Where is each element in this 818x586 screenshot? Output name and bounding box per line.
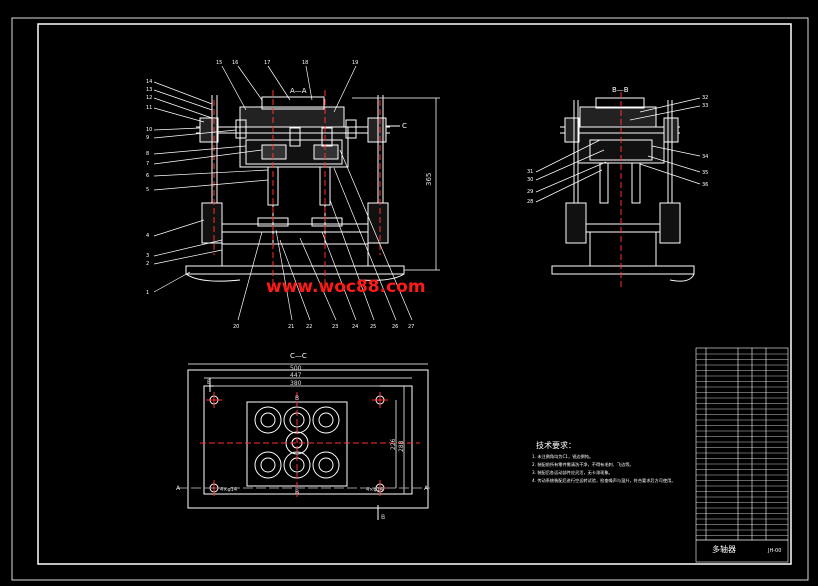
dim-500: 500	[290, 365, 302, 372]
dim-288: 288	[398, 440, 405, 452]
tech-line: 2. 装配前所有零件需清洗干净，不得有毛刺、飞边等。	[532, 461, 634, 468]
part-label: 26	[392, 324, 398, 330]
part-label: 13	[146, 87, 152, 93]
part-label: 33	[702, 103, 708, 109]
watermark: www.woc88.com	[266, 277, 426, 297]
part-label: 3	[146, 253, 149, 259]
part-label: 35	[702, 170, 708, 176]
title-block-name: 多轴器	[712, 544, 736, 554]
section-b-bottom: B	[381, 514, 385, 521]
part-label: 36	[702, 182, 708, 188]
part-label: 30	[527, 177, 533, 183]
part-label: 34	[702, 154, 708, 160]
part-label: 22	[306, 324, 312, 330]
part-label: 8	[146, 151, 149, 157]
tech-title: 技术要求：	[536, 440, 576, 450]
part-label: 23	[332, 324, 338, 330]
view-cc-title: C—C	[290, 352, 307, 360]
part-label: 4	[146, 233, 149, 239]
part-label: 31	[527, 169, 533, 175]
section-c-marker: C	[402, 122, 407, 130]
inner-frame	[37, 23, 792, 565]
part-label: 19	[352, 60, 358, 66]
section-b-mid-top: B	[295, 395, 299, 402]
part-label: 14	[146, 79, 152, 85]
dim-447: 447	[290, 372, 302, 379]
part-label: 24	[352, 324, 358, 330]
dim-380: 380	[290, 380, 302, 387]
tech-line: 3. 装配后各运动部件应灵活，无卡滞现象。	[532, 469, 613, 476]
bb-labels: 32 33 34 35 36 31 30 29 28	[527, 95, 708, 205]
part-label: 9	[146, 135, 149, 141]
cc-dim-labels: 500 447 380 226 288 4×φ14 4×φ14 A A B B …	[176, 365, 429, 521]
part-label: 29	[527, 189, 533, 195]
part-label: 21	[288, 324, 294, 330]
part-label: 28	[527, 199, 533, 205]
part-label: 2	[146, 261, 149, 267]
part-label: 16	[232, 60, 238, 66]
view-aa	[185, 90, 440, 290]
tech-line: 1. 未注倒角均为C1，锐边倒钝。	[532, 453, 593, 460]
section-a-left: A	[176, 485, 181, 492]
dim-226: 226	[390, 438, 397, 450]
aa-labels-left: 14 13 12 11 10 9 8 7 6 5 4 3 2 1	[146, 79, 152, 296]
part-label: 17	[264, 60, 270, 66]
part-label: 7	[146, 161, 149, 167]
part-label: 20	[233, 324, 239, 330]
view-aa-title: A—A	[290, 87, 307, 95]
aa-leaders-bottom	[237, 149, 413, 321]
aa-labels-bottom: 20 21 22 23 24 25 26 27	[233, 324, 414, 330]
dim-height-aa: 365	[425, 173, 433, 186]
part-label: 6	[146, 173, 149, 179]
hole-label-left: 4×φ14	[220, 487, 237, 493]
title-block-rows	[696, 353, 788, 541]
part-label: 32	[702, 95, 708, 101]
tech-lines: 1. 未注倒角均为C1，锐边倒钝。 2. 装配前所有零件需清洗干净，不得有毛刺、…	[532, 453, 676, 484]
part-label: 12	[146, 95, 152, 101]
part-label: 18	[302, 60, 308, 66]
aa-leaders-top	[221, 65, 357, 113]
hole-label-right: 4×φ14	[366, 487, 383, 493]
outer-frame	[11, 17, 809, 581]
section-b-top: B	[207, 379, 211, 386]
section-b-mid-bottom: B	[295, 489, 299, 496]
part-label: 10	[146, 127, 152, 133]
bb-leaders	[535, 97, 701, 203]
aa-labels-top: 15 16 17 18 19	[216, 60, 358, 66]
aa-leaders-left	[153, 81, 269, 293]
part-label: 1	[146, 290, 149, 296]
section-a-right: A	[424, 485, 429, 492]
tech-line: 4. 传动系统装配后进行空运转试验，检查噪声与温升，符合要求后方可使用。	[532, 477, 676, 484]
view-cc	[178, 363, 430, 520]
view-bb-title: B—B	[612, 86, 629, 94]
part-label: 25	[370, 324, 376, 330]
part-label: 15	[216, 60, 222, 66]
title-block-number: JH-00	[767, 548, 781, 554]
part-label: 27	[408, 324, 414, 330]
view-bb	[551, 92, 695, 290]
part-label: 5	[146, 187, 149, 193]
part-label: 11	[146, 105, 152, 111]
